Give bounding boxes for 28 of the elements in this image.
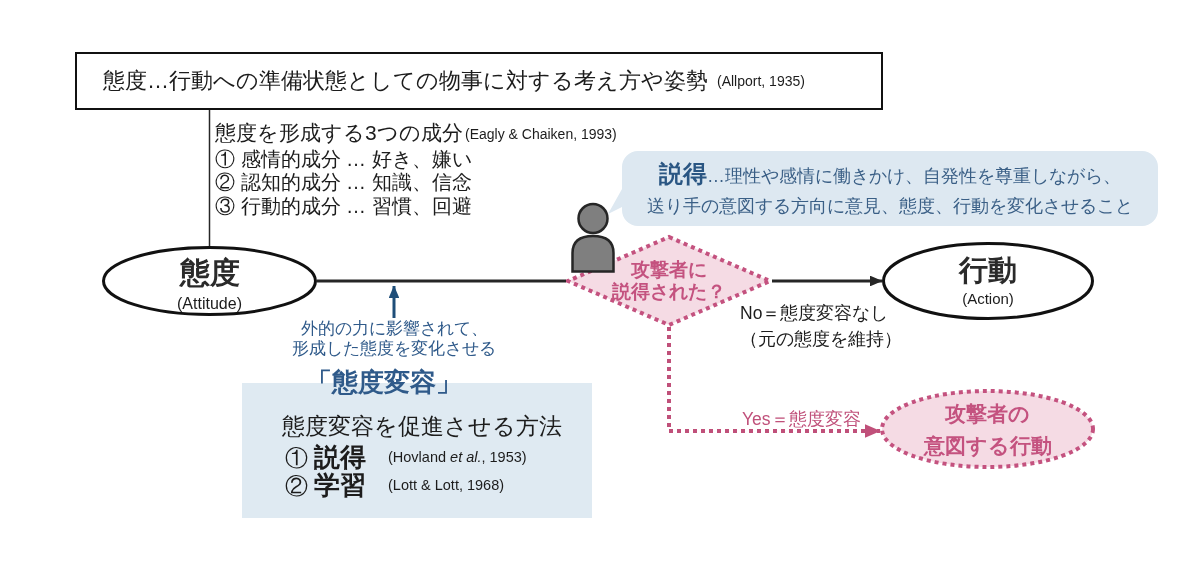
node-subtitle: (Action) — [962, 290, 1014, 308]
citation: (Lott & Lott, 1968) — [388, 477, 505, 495]
definition-text: 態度…行動への準備状態としての物事に対する考え方や姿勢 — [103, 67, 708, 94]
citation: (Allport, 1935) — [717, 73, 805, 90]
definition-box — [75, 52, 883, 110]
edge-label: Yes＝態度変容 — [742, 409, 861, 430]
outcome-text: 攻撃者の意図する行動 — [923, 401, 1052, 459]
list-item: ① 感情的成分 … 好き、嫌い — [215, 147, 472, 171]
list-item: ③ 行動的成分 … 習慣、回避 — [215, 194, 472, 218]
list-heading: 態度を形成する3つの成分 — [215, 119, 463, 145]
connector-line — [317, 279, 566, 283]
node-subtitle: (Attitude) — [177, 294, 242, 314]
decision-text: 攻撃者に説得された？ — [611, 259, 727, 302]
panel-heading: 「態度変容」 — [306, 367, 462, 399]
arrow — [772, 275, 883, 287]
edge-label: No＝態度変容なし（元の態度を維持） — [740, 301, 903, 351]
annotation-text: 外的の力に影響されて、形成した態度を変化させる — [287, 318, 501, 360]
arrow — [388, 285, 400, 318]
arrow — [667, 327, 881, 438]
list-item: ① 説得 — [285, 442, 367, 472]
list-item: ② 学習 — [285, 470, 367, 502]
panel-text: 態度変容を促進させる方法 — [282, 413, 562, 441]
node-title: 態度 — [179, 254, 240, 291]
list-item: ② 認知的成分 … 知識、信念 — [215, 170, 472, 194]
node-title: 行動 — [959, 253, 1017, 288]
citation: (Eagly & Chaiken, 1993) — [465, 125, 617, 143]
citation: (Hovland et al., 1953) — [388, 449, 527, 467]
connector-line — [208, 109, 211, 247]
